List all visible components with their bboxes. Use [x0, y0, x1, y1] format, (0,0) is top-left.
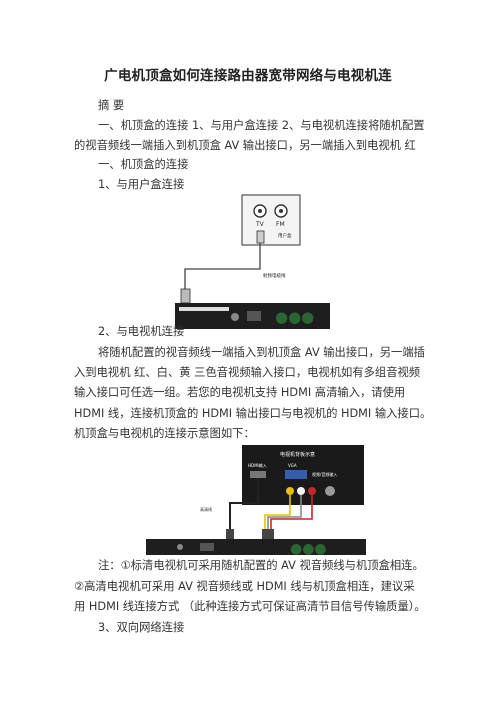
- watermark-logo: ●●●: [275, 308, 314, 326]
- paragraph-line-1: 将随机配置的视音频线一端插入到机顶盒 AV 输出接口，另一端插: [98, 346, 425, 359]
- section-heading-1: 一、机顶盒的连接: [98, 158, 189, 171]
- av-cable-red: [270, 495, 313, 537]
- watermark-logo-2: ●●●: [290, 541, 327, 555]
- fm-label: FM: [276, 221, 285, 228]
- antenna-jack: [325, 486, 335, 496]
- subsection-heading-3: 3、双向网络连接: [98, 621, 185, 634]
- abstract-heading: 摘 要: [98, 99, 125, 112]
- document-title: 广电机顶盒如何连接路由器宽带网络与电视机连: [104, 68, 392, 84]
- abstract-line-1: 一、机顶盒的连接 1、与用户盒连接 2、与电视机连接将随机配置: [98, 119, 425, 132]
- paragraph-line-5: 机顶盒与电视机的连接示意图如下：: [74, 427, 255, 440]
- note-line-1: 注：①标清电视机可采用随机配置的 AV 视音频线与机顶盒相连。: [98, 559, 424, 572]
- audio-jack-white: [297, 487, 305, 495]
- video-jack-yellow: [286, 487, 294, 495]
- av-cable-white: [267, 495, 302, 537]
- vga-port-icon: [285, 470, 307, 479]
- paragraph-line-2: 入到电视机 红、白、黄 三色音视频输入接口，电视机如有多组音视频: [74, 366, 421, 379]
- note-line-2: ②高清电视机可采用 AV 视音频线或 HDMI 线与机顶盒相连，建议采: [74, 580, 415, 593]
- abstract-line-2: 的视音频线一端插入到机顶盒 AV 输出接口，另一端插入到电视机 红: [74, 139, 416, 152]
- panel-label: 电视机背板示意: [280, 451, 315, 458]
- figure-tv-connection: 电视机背板示意 HDMI输入 VGA 视频/音频输入 高清线 ●●●: [146, 445, 366, 555]
- paragraph-line-4: HDMI 线，连接机顶盒的 HDMI 输出接口与电视机的 HDMI 输入接口。: [74, 407, 432, 420]
- av-label: 视频/音频输入: [312, 471, 337, 477]
- cable-label: 射频电缆线: [263, 272, 286, 279]
- wall-socket-plate: [241, 194, 301, 246]
- hdmi-cable: [229, 478, 259, 537]
- paragraph-line-3: 输入接口可任选一组。若您的电视机支持 HDMI 高清输入，请使用: [74, 386, 406, 399]
- user-box-label: 用户盒: [278, 232, 292, 239]
- av-plug: [262, 529, 274, 539]
- rf-cable: [184, 243, 261, 291]
- hdmi-label: HDMI输入: [248, 462, 267, 468]
- figure-user-box-connection: TV FM 用户盒 射频电缆线 ●●●: [175, 194, 330, 329]
- hdmi-port-icon: [250, 471, 266, 478]
- tv-label: TV: [255, 221, 265, 228]
- rf-plug: [256, 230, 265, 244]
- hdmi-plug: [226, 529, 234, 539]
- rf-plug-box: [180, 288, 191, 304]
- av-cable-yellow: [264, 495, 291, 537]
- subsection-heading-2: 2、与电视机连接: [98, 325, 185, 338]
- vga-label: VGA: [288, 463, 297, 468]
- subsection-heading-1: 1、与用户盒连接: [98, 178, 185, 191]
- note-line-3: 用 HDMI 线连接方式 （此种连接方式可保证高清节目信号传输质量）。: [74, 600, 426, 613]
- hd-cable-label: 高清线: [200, 506, 212, 512]
- audio-jack-red: [308, 487, 316, 495]
